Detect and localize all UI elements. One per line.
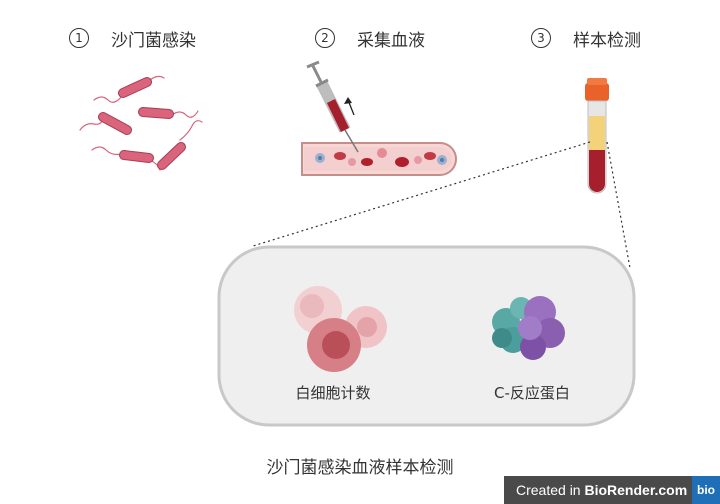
white-blood-cells-icon [294, 286, 387, 372]
bacteria-icon [79, 75, 203, 171]
blood-vessel-icon [301, 142, 457, 176]
step-3: 3 样本检测 [531, 25, 641, 51]
crp-protein-icon [492, 296, 565, 360]
bacterium [138, 107, 199, 119]
syringe-icon [306, 60, 359, 153]
crp-label: C-反应蛋白 [494, 384, 570, 402]
step-label: 样本检测 [573, 30, 641, 51]
step-1: 1 沙门菌感染 [69, 25, 196, 51]
step-2: 2 采集血液 [315, 25, 425, 51]
step-number: 1 [69, 28, 89, 48]
bacterium [79, 112, 132, 135]
watermark-text: Created in BioRender.com [516, 482, 687, 498]
bacterium [93, 75, 165, 103]
zoom-line [606, 141, 631, 269]
step-label: 沙门菌感染 [111, 30, 196, 51]
zoom-line [252, 141, 591, 247]
step-number: 2 [315, 28, 335, 48]
wbc-label: 白细胞计数 [295, 384, 371, 402]
biorender-logo-icon: bio [692, 476, 720, 504]
watermark-prefix: Created in [516, 482, 585, 498]
figure-title: 沙门菌感染血液样本检测 [266, 458, 454, 478]
biorender-watermark[interactable]: Created in BioRender.com bio [504, 476, 720, 504]
bacterium [91, 146, 161, 171]
watermark-brand: BioRender.com [584, 482, 688, 498]
step-number: 3 [531, 28, 551, 48]
test-tube-icon [585, 78, 609, 194]
bacterium [157, 120, 203, 170]
step-label: 采集血液 [357, 30, 425, 51]
